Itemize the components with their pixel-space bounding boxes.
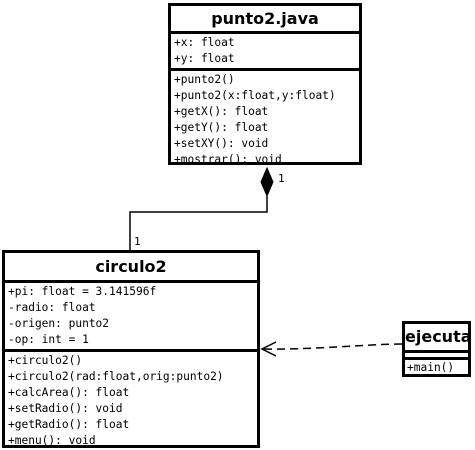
method: +calcArea(): float xyxy=(8,386,130,399)
class-name: ejecuta xyxy=(405,324,472,353)
methods-section: +punto2() +punto2(x:float,y:float) +getX… xyxy=(171,71,359,169)
method: +punto2() xyxy=(174,73,235,86)
method: +setXY(): void xyxy=(174,137,269,150)
composition-line xyxy=(129,196,268,250)
multiplicity-circulo2-end: 1 xyxy=(134,235,141,248)
method: +getY(): float xyxy=(174,121,269,134)
method: +circulo2() xyxy=(8,354,83,367)
method: +setRadio(): void xyxy=(8,402,123,415)
dependency-line xyxy=(261,343,403,350)
attribute: +pi: float = 3.141596f xyxy=(8,285,157,298)
attribute: +x: float xyxy=(174,36,235,49)
method: +main() xyxy=(407,361,455,374)
method: +mostrar(): void xyxy=(174,153,282,166)
class-name: circulo2 xyxy=(5,253,257,283)
methods-section: +main() xyxy=(405,360,468,376)
method: +punto2(x:float,y:float) xyxy=(174,89,336,102)
multiplicity-punto2-end: 1 xyxy=(278,172,285,185)
attributes-section: +x: float +y: float xyxy=(171,34,359,71)
method: +getX(): float xyxy=(174,105,269,118)
method: +menu(): void xyxy=(8,434,96,447)
method: +circulo2(rad:float,orig:punto2) xyxy=(8,370,224,383)
dependency-arrowhead xyxy=(260,341,277,357)
attributes-section xyxy=(405,353,468,360)
attribute: -op: int = 1 xyxy=(8,333,89,346)
composition-diamond xyxy=(260,166,274,198)
attribute: -radio: float xyxy=(8,301,96,314)
class-ejecuta[interactable]: ejecuta +main() xyxy=(402,321,472,377)
class-punto2[interactable]: punto2.java +x: float +y: float +punto2(… xyxy=(168,3,362,166)
method: +getRadio(): float xyxy=(8,418,130,431)
attribute: +y: float xyxy=(174,52,235,65)
attributes-section: +pi: float = 3.141596f -radio: float -or… xyxy=(5,283,257,352)
methods-section: +circulo2() +circulo2(rad:float,orig:pun… xyxy=(5,352,257,450)
class-circulo2[interactable]: circulo2 +pi: float = 3.141596f -radio: … xyxy=(2,250,260,448)
attribute: -origen: punto2 xyxy=(8,317,110,330)
class-name: punto2.java xyxy=(171,6,359,34)
